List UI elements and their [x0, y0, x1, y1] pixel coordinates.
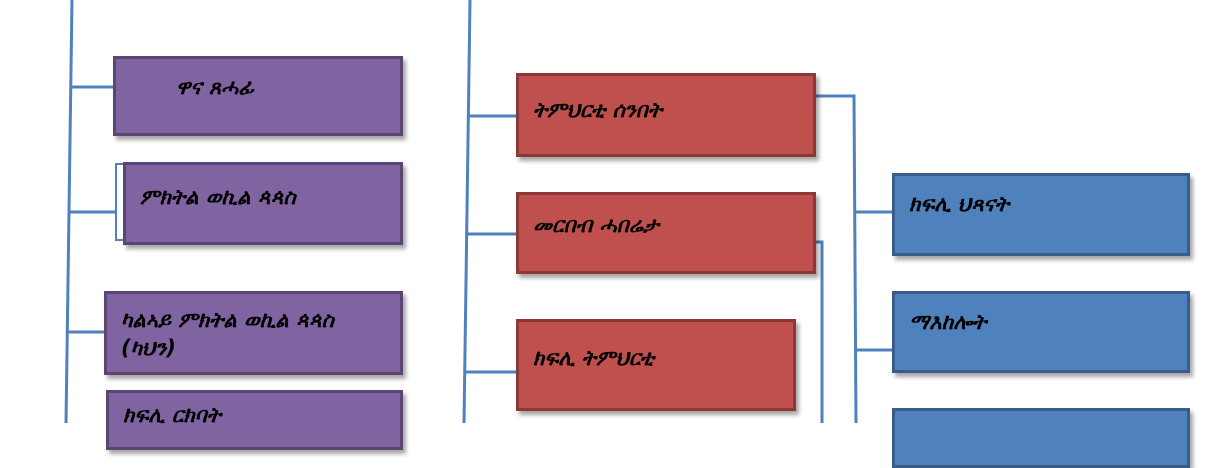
left-trunk-line: [64, 0, 74, 423]
node-chief-secretary-label: ዋና ጸሓፊ: [176, 75, 254, 99]
node-centers: ማእከሎት: [892, 291, 1190, 373]
node-blue-third: [892, 408, 1190, 468]
node-relations-department-label: ክፍሊ ርክባት: [123, 403, 221, 427]
node-children-department: ክፍሊ ህጻናት: [892, 173, 1190, 256]
middle-trunk-line: [462, 0, 472, 423]
node-children-department-label: ክፍሊ ህጻናት: [909, 192, 1009, 216]
node-second-deputy-representative-label: ካልኣይ ምክትል ወኪል ጳጳስ (ካህን): [121, 308, 334, 361]
node-education-department: ክፍሊ ትምህርቲ: [516, 319, 796, 411]
node-information-network: መርበብ ሓበሬታ: [516, 192, 816, 274]
node-deputy-bishop-representative: ምክትል ወኪል ጳጳስ: [123, 162, 403, 245]
node-centers-label: ማእከሎት: [909, 310, 987, 334]
node-chief-secretary: ዋና ጸሓፊ: [113, 56, 403, 136]
node-relations-department: ክፍሊ ርክባት: [106, 390, 403, 450]
node-second-deputy-representative: ካልኣይ ምክትል ወኪል ጳጳስ (ካህን): [104, 291, 403, 375]
node-deputy-bishop-representative-label: ምክትል ወኪል ጳጳስ: [140, 185, 296, 209]
bracket-purple-2: [115, 163, 125, 241]
node-sunday-school: ትምህርቲ ሰንበት: [516, 73, 816, 157]
node-information-network-label: መርበብ ሓበሬታ: [533, 213, 659, 237]
node-education-department-label: ክፍሊ ትምህርቲ: [533, 346, 654, 370]
connector-red-1-to-blue: [816, 94, 858, 423]
node-sunday-school-label: ትምህርቲ ሰንበት: [533, 98, 663, 122]
